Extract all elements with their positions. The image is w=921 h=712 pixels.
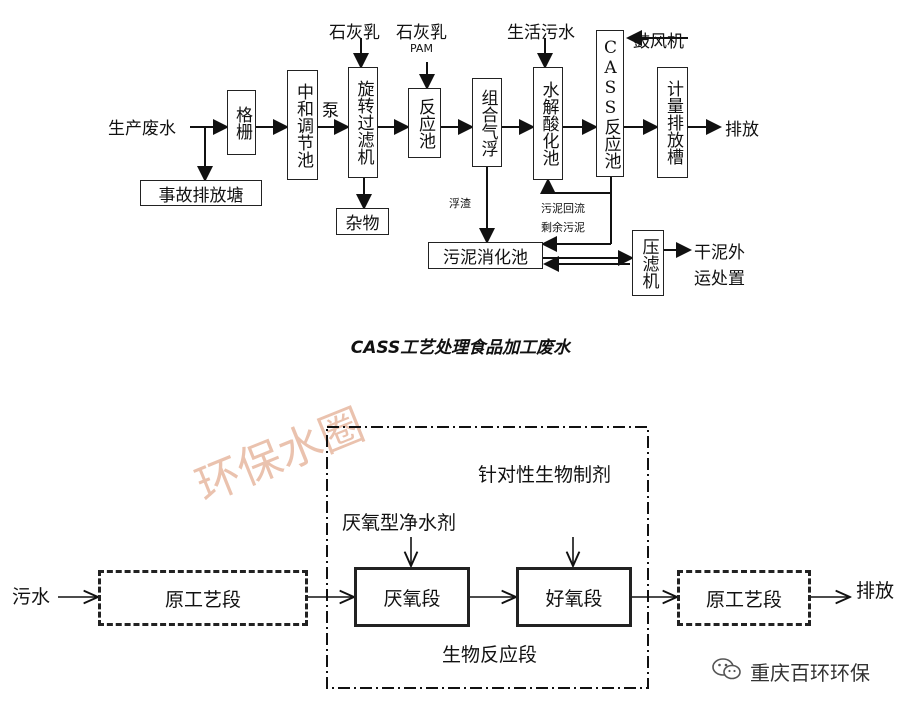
sludge-digestion-box: 污泥消化池 [428, 242, 543, 269]
reaction-tank-box: 反应池 [408, 88, 441, 158]
original-process-box-1: 原工艺段 [98, 570, 308, 626]
rotary-filter-box: 旋转过滤机 [348, 67, 378, 178]
pam-label: PAM [410, 42, 433, 55]
domestic-sewage-label: 生活污水 [507, 23, 575, 43]
grille-box: 格栅 [227, 90, 256, 155]
sludge-return-label: 污泥回流 [541, 202, 585, 215]
blower-label: 鼓风机 [633, 32, 684, 52]
diagram-caption: CASS工艺处理食品加工废水 [350, 338, 571, 358]
accident-pond-box: 事故排放塘 [140, 180, 262, 206]
lime-milk-label-2: 石灰乳 [396, 23, 447, 43]
discharge-label: 排放 [725, 120, 759, 140]
original-process-box-2: 原工艺段 [677, 570, 811, 626]
anaerobic-stage-box: 厌氧段 [354, 567, 470, 627]
metering-tank-box: 计量排放槽 [657, 67, 688, 178]
wastewater-input-label: 生产废水 [108, 119, 176, 139]
anaerobic-purifier-label: 厌氧型净水剂 [342, 512, 457, 534]
wechat-icon [712, 657, 742, 686]
aerobic-stage-box: 好氧段 [516, 567, 632, 627]
brand-name: 重庆百环环保 [750, 661, 870, 685]
scum-label: 浮渣 [449, 197, 471, 210]
dry-sludge-label-1: 干泥外 [694, 243, 745, 263]
sewage-inflow-label: 污水 [12, 586, 51, 608]
targeted-bio-agent-label: 针对性生物制剂 [478, 464, 612, 486]
pump-label: 泵 [322, 101, 339, 121]
hydrolysis-tank-box: 水解酸化池 [533, 67, 563, 180]
lime-milk-label-1: 石灰乳 [329, 23, 380, 43]
discharge-outflow-label: 排放 [856, 580, 895, 602]
dry-sludge-label-2: 运处置 [694, 269, 745, 289]
neutralization-tank-box: 中和调节池 [287, 70, 318, 180]
debris-box: 杂物 [336, 208, 389, 235]
cass-reactor-box: CASS反应池 [596, 30, 624, 177]
air-flotation-box: 组合气浮 [472, 78, 502, 167]
excess-sludge-label: 剩余污泥 [541, 221, 585, 234]
filter-press-box: 压滤机 [632, 230, 664, 296]
bio-reaction-section-label: 生物反应段 [442, 644, 538, 666]
brand-signature: 重庆百环环保 [712, 657, 870, 686]
